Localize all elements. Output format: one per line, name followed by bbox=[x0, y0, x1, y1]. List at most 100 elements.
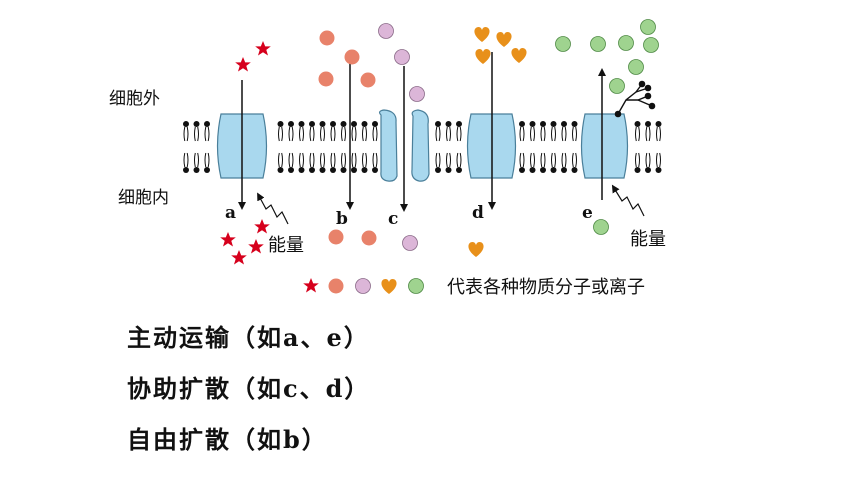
green-molecule bbox=[555, 36, 571, 52]
phospholipid-head bbox=[350, 152, 358, 174]
phospholipid-head bbox=[445, 152, 452, 174]
phospholipid-head bbox=[445, 120, 452, 142]
label-pathway-b: b bbox=[336, 209, 348, 229]
lilac-molecule bbox=[378, 23, 394, 39]
star-molecule bbox=[254, 219, 270, 234]
green-molecule bbox=[593, 219, 609, 235]
phospholipid-head bbox=[329, 120, 337, 142]
phospholipid-head bbox=[203, 152, 211, 174]
green-molecule bbox=[643, 37, 659, 53]
phospholipid-head bbox=[340, 120, 347, 142]
phospholipid-head bbox=[655, 152, 662, 174]
membrane-proteins bbox=[216, 109, 629, 182]
phospholipid-head bbox=[193, 120, 200, 142]
phospholipid-head bbox=[350, 120, 358, 142]
legend-lilac-icon bbox=[355, 278, 371, 294]
phospholipid-head bbox=[529, 120, 536, 142]
phospholipid-head bbox=[308, 152, 316, 174]
phospholipid-head bbox=[193, 152, 200, 174]
phospholipid-head bbox=[644, 152, 652, 174]
legend: 代表各种物质分子或离子 bbox=[303, 277, 645, 298]
phospholipid-head bbox=[361, 120, 368, 142]
salmon-molecule bbox=[318, 71, 334, 87]
phospholipid-head bbox=[203, 120, 211, 142]
star-molecule bbox=[220, 232, 236, 247]
legend-salmon-icon bbox=[328, 278, 344, 294]
heart-molecule bbox=[511, 48, 527, 63]
glycoprotein-branch bbox=[614, 80, 656, 118]
channel-protein-c-right bbox=[411, 109, 430, 182]
phospholipid-head bbox=[644, 120, 652, 142]
phospholipid-head bbox=[560, 120, 568, 142]
salmon-molecule bbox=[360, 72, 376, 88]
label-pathway-d: d bbox=[472, 203, 484, 223]
phospholipid-head bbox=[550, 152, 557, 174]
star-molecule bbox=[231, 250, 247, 265]
phospholipid-head bbox=[329, 152, 337, 174]
phospholipid-head bbox=[371, 152, 379, 174]
star-molecule bbox=[235, 57, 251, 72]
phospholipid-head bbox=[308, 120, 316, 142]
phospholipid-head bbox=[277, 152, 284, 174]
green-molecule bbox=[628, 59, 644, 75]
phospholipid-head bbox=[518, 152, 526, 174]
salmon-molecule bbox=[328, 229, 344, 245]
heart-molecule bbox=[475, 49, 491, 64]
phospholipid-head bbox=[571, 152, 578, 174]
phospholipid-head bbox=[655, 120, 662, 142]
phospholipid-head bbox=[455, 120, 463, 142]
molecules-outside bbox=[235, 19, 659, 102]
green-molecule bbox=[618, 35, 634, 51]
channel-protein-c-left bbox=[378, 109, 398, 182]
phospholipid-head bbox=[434, 152, 442, 174]
phospholipid-head bbox=[434, 120, 442, 142]
salmon-molecule bbox=[361, 230, 377, 246]
transport-arrows bbox=[238, 52, 606, 212]
phospholipid-head bbox=[277, 120, 284, 142]
phospholipid-head bbox=[340, 152, 347, 174]
label-energy-a: 能量 bbox=[268, 235, 304, 256]
phospholipid-head bbox=[182, 152, 190, 174]
heart-molecule bbox=[474, 27, 490, 42]
molecules-inside bbox=[220, 219, 609, 265]
phospholipid-head bbox=[539, 152, 547, 174]
phospholipid-head bbox=[560, 152, 568, 174]
salmon-molecule bbox=[319, 30, 335, 46]
heart-molecule bbox=[496, 32, 512, 47]
lilac-molecule bbox=[394, 49, 410, 65]
summary-simple-diffusion: 自由扩散（如b） bbox=[127, 425, 328, 454]
phospholipid-head bbox=[539, 120, 547, 142]
label-extracellular: 细胞外 bbox=[109, 89, 160, 109]
salmon-molecule bbox=[344, 49, 360, 65]
phospholipid-head bbox=[529, 152, 536, 174]
lilac-molecule bbox=[402, 235, 418, 251]
green-molecule bbox=[640, 19, 656, 35]
energy-arrow-a bbox=[257, 192, 289, 225]
summary-facilitated-diffusion: 协助扩散（如c、d） bbox=[127, 374, 371, 403]
phospholipid-head bbox=[518, 120, 526, 142]
phospholipid-head bbox=[634, 120, 641, 142]
phospholipid-head bbox=[287, 152, 295, 174]
label-energy-e: 能量 bbox=[630, 229, 666, 250]
legend-heart-icon bbox=[381, 279, 397, 294]
phospholipid-head bbox=[298, 120, 305, 142]
phospholipid-head bbox=[550, 120, 557, 142]
star-molecule bbox=[255, 41, 271, 56]
label-intracellular: 细胞内 bbox=[118, 188, 169, 208]
heart-molecule bbox=[468, 242, 484, 257]
phospholipid-head bbox=[298, 152, 305, 174]
phospholipid-head bbox=[371, 120, 379, 142]
star-molecule bbox=[248, 239, 264, 254]
phospholipid-head bbox=[571, 120, 578, 142]
phospholipid-head bbox=[634, 152, 641, 174]
phospholipid-head bbox=[455, 152, 463, 174]
legend-star-icon bbox=[303, 278, 319, 293]
phospholipid-head bbox=[287, 120, 295, 142]
energy-arrow-e bbox=[611, 184, 645, 217]
label-pathway-e: e bbox=[582, 203, 593, 223]
legend-green-icon bbox=[408, 278, 424, 294]
phospholipid-head bbox=[361, 152, 368, 174]
summary-active-transport: 主动运输（如a、e） bbox=[127, 323, 370, 352]
phospholipid-head bbox=[182, 120, 190, 142]
